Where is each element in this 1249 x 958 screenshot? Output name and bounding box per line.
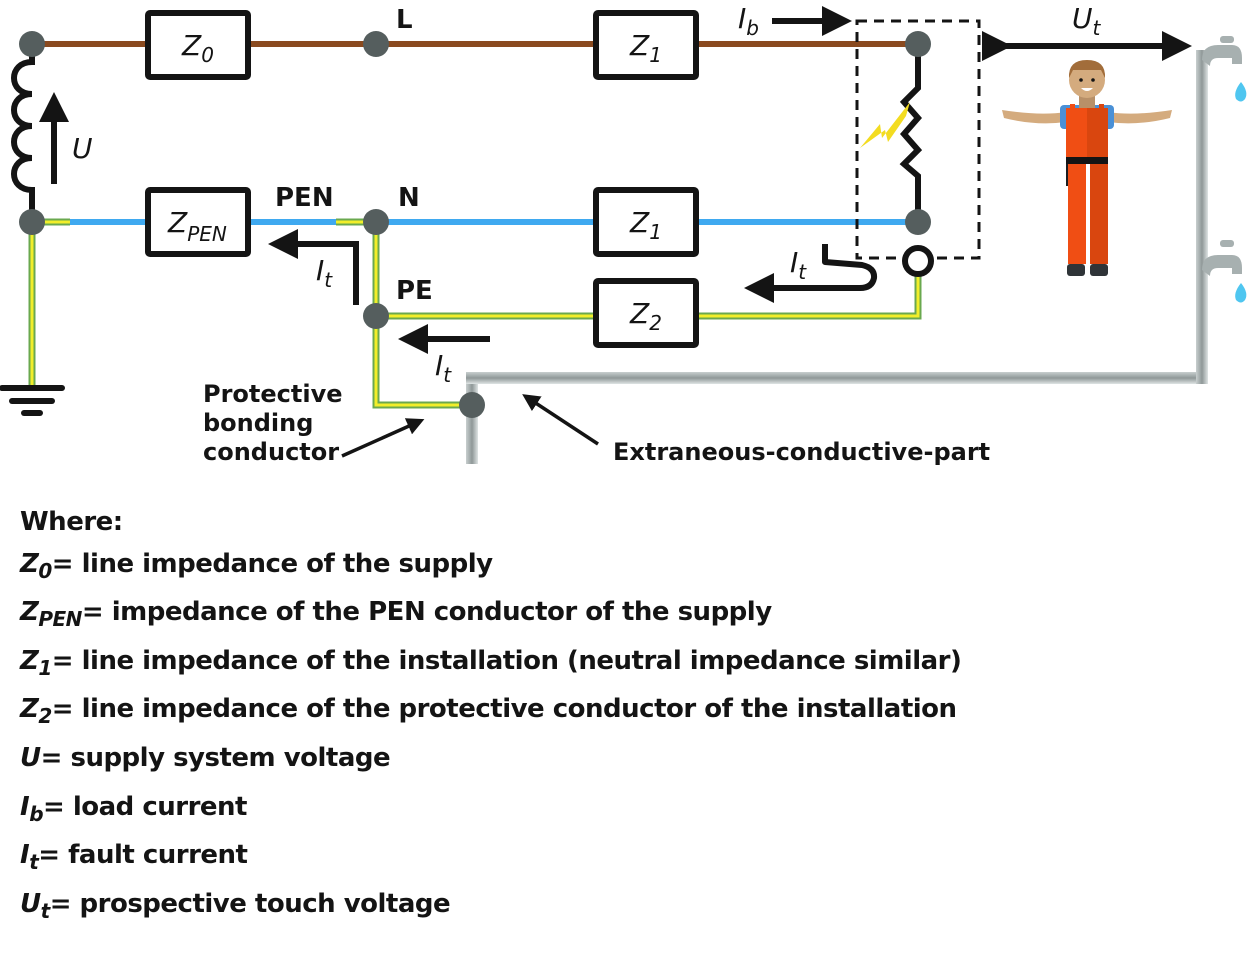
impedance-z1-neutral: Z1 (593, 187, 699, 257)
legend-item-ib: Ib= load current (20, 791, 247, 826)
tn-c-s-fault-diagram: U Z0 ZPEN Z1 Z1 Z2 L PEN N PE (0, 2, 1247, 466)
label-it-pe: It (435, 349, 452, 387)
label-extraneous-conductive-part: Extraneous-conductive-part (613, 438, 990, 466)
label-n: N (398, 183, 420, 213)
extraneous-pointer-arrow (522, 394, 599, 446)
label-ut: Ut (1072, 2, 1102, 40)
fault-current-arrow (744, 244, 878, 303)
legend-item-zpen: ZPEN= impedance of the PEN conductor of … (20, 597, 772, 632)
label-pe: PE (396, 276, 433, 306)
equipment-enclosure (855, 19, 981, 260)
transformer-winding-icon (11, 44, 35, 222)
svg-text:Z2: Z2 (629, 297, 662, 335)
label-ib: Ib (738, 2, 759, 40)
svg-text:ZPEN: ZPEN (167, 206, 227, 246)
pe-terminal (902, 245, 934, 277)
label-l: L (396, 5, 413, 35)
legend-item-z0: Z0= line impedance of the supply (20, 548, 493, 583)
legend-item-z1: Z1= line impedance of the installation (… (20, 645, 962, 680)
label-it-pen: It (316, 254, 333, 292)
fault-spark-icon (860, 102, 910, 148)
impedance-z0: Z0 (145, 10, 251, 80)
legend-item-it: It= fault current (20, 840, 248, 875)
label-bonding-conductor: Protective bonding conductor (203, 380, 351, 466)
nodes (19, 31, 931, 418)
label-it-fault: It (790, 246, 807, 284)
extraneous-pipe (466, 50, 1208, 464)
person-icon (1002, 60, 1172, 276)
legend-item-z2: Z2= line impedance of the protective con… (20, 694, 957, 729)
legend-item-ut: Ut= prospective touch voltage (20, 888, 451, 923)
impedance-z2: Z2 (593, 278, 699, 348)
fault-current-pen-arrow (268, 229, 359, 305)
label-pen: PEN (275, 183, 334, 213)
impedance-zpen: ZPEN (145, 187, 251, 257)
load-resistor-icon (899, 44, 923, 222)
svg-text:Z0: Z0 (181, 29, 214, 67)
label-u: U (72, 132, 93, 165)
legend: Where: Z0= line impedance of the supply … (20, 502, 962, 932)
legend-heading: Where: (20, 507, 123, 537)
tap-lower-icon (1202, 240, 1247, 303)
tap-upper-icon (1202, 36, 1247, 102)
bonding-pointer-arrow (341, 418, 425, 458)
svg-text:Z1: Z1 (629, 206, 662, 244)
svg-text:Z1: Z1 (629, 29, 662, 67)
impedance-z1-line: Z1 (593, 10, 699, 80)
earth-icon (0, 385, 65, 416)
legend-item-u: U= supply system voltage (20, 742, 391, 773)
